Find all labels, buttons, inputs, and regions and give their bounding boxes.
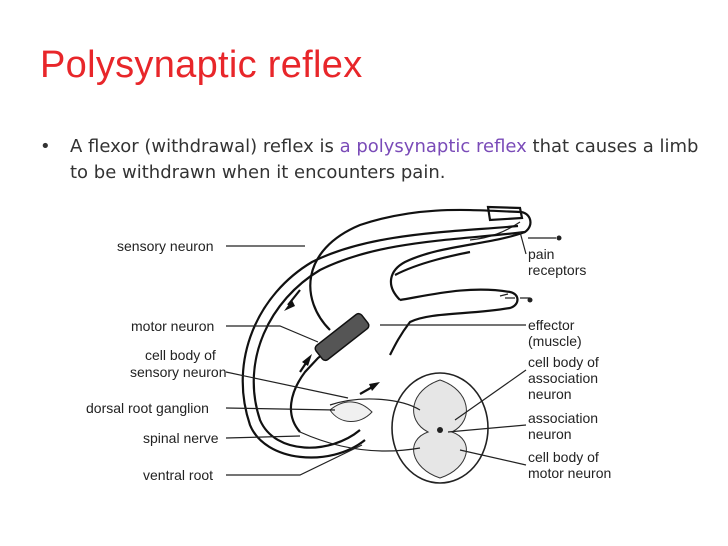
label-ventral-root: ventral root [143, 467, 213, 483]
label-cb-assoc-3: neuron [528, 386, 572, 402]
label-cb-assoc-2: association [528, 370, 598, 386]
bullet-text-end: that causes a limb to be withdrawn when … [70, 136, 699, 183]
label-sensory-neuron: sensory neuron [117, 238, 214, 254]
label-cb-motor-1: cell body of [528, 449, 599, 465]
label-pain-2: receptors [528, 262, 586, 278]
label-cell-body-sensory-1: cell body of [145, 347, 216, 363]
left-labels: sensory neuron motor neuron cell body of… [86, 238, 363, 483]
label-cell-body-sensory-2: sensory neuron [130, 364, 227, 380]
label-assoc-2: neuron [528, 426, 572, 442]
label-cb-assoc-1: cell body of [528, 354, 599, 370]
label-spinal-nerve: spinal nerve [143, 430, 219, 446]
effector-dot [527, 297, 533, 303]
direction-arrows [284, 289, 380, 395]
label-dorsal-root-ganglion: dorsal root ganglion [86, 400, 209, 416]
dorsal-root-ganglion-shape [329, 401, 373, 422]
label-cb-motor-2: motor neuron [528, 465, 611, 481]
nerve-pathways [241, 224, 562, 459]
label-motor-neuron: motor neuron [131, 318, 214, 334]
label-assoc-1: association [528, 410, 598, 426]
bullet-text: A flexor (withdrawal) reflex is a polysy… [70, 134, 700, 186]
label-effector-1: effector [528, 317, 575, 333]
receptor-dot [556, 235, 562, 241]
slide-title: Polysynaptic reflex [40, 44, 363, 86]
right-labels: pain receptors effector (muscle) cell bo… [380, 231, 611, 481]
bullet-item: • A flexor (withdrawal) reflex is a poly… [40, 134, 700, 186]
bullet-highlight: a polysynaptic reflex [339, 136, 527, 157]
hand-illustration [309, 205, 532, 356]
spinal-cord [299, 372, 489, 484]
bullet-text-start: A flexor (withdrawal) reflex is [70, 136, 340, 157]
label-pain-1: pain [528, 246, 554, 262]
muscle-effector [314, 312, 370, 362]
label-effector-2: (muscle) [528, 333, 582, 349]
bullet-marker: • [40, 136, 51, 157]
